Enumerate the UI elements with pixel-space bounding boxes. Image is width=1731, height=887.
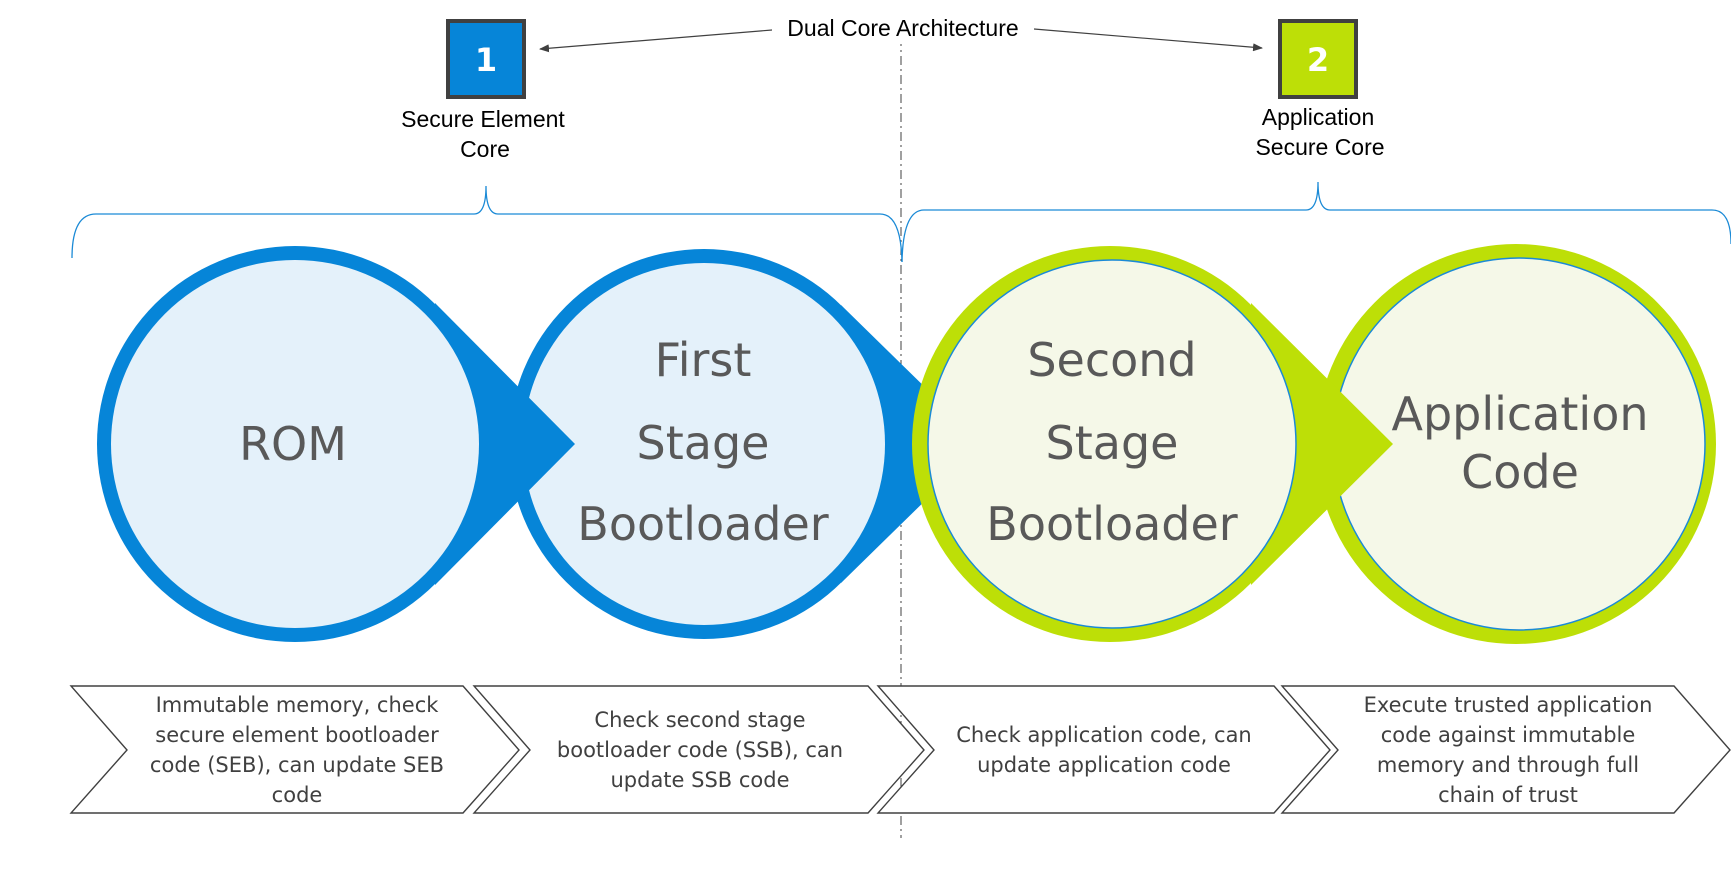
core-2-bracket: [901, 181, 1731, 263]
stage-rom-inner: [111, 260, 479, 628]
description-1-line3: code (SEB), can update SEB: [150, 753, 444, 777]
stage-rom-pointer: [435, 303, 575, 585]
stage-second-stage-bootloader-label-line2: Stage: [1046, 416, 1179, 470]
description-3-line1: Check application code, can: [956, 723, 1252, 747]
description-1-line1: Immutable memory, check: [156, 693, 440, 717]
core-badge-2: 2: [1278, 19, 1358, 99]
core-1-label-line2: Core: [460, 136, 510, 162]
stage-second-stage-bootloader-label-line1: Second: [1027, 333, 1196, 387]
title-background: [772, 12, 1034, 44]
description-chevron-1: [69, 685, 520, 814]
description-2-line2: bootloader code (SSB), can: [557, 738, 843, 762]
stage-rom: [97, 246, 575, 642]
description-1-line4: code: [272, 783, 323, 807]
core-badge-2-box: [1278, 19, 1358, 99]
core-badge-1: 1: [446, 19, 526, 99]
stage-first-stage-bootloader-label-line3: Bootloader: [577, 497, 828, 551]
description-2-line3: update SSB code: [610, 768, 789, 792]
stage-first-stage-bootloader-label-line2: Stage: [637, 416, 770, 470]
description-2-line1: Check second stage: [594, 708, 805, 732]
stage-application-code-label-line1: Application: [1391, 387, 1648, 441]
core-2-label-line1: Application: [1262, 104, 1375, 130]
description-1-line2: secure element bootloader: [155, 723, 439, 747]
core-1-bracket: [71, 185, 903, 263]
title-arrow-right: [1033, 28, 1263, 52]
core-2-label-line2: Secure Core: [1255, 134, 1384, 160]
stage-second-stage-bootloader: [912, 246, 1393, 642]
stage-second-stage-bootloader-pointer: [1251, 303, 1393, 585]
description-4-line1: Execute trusted application: [1364, 693, 1653, 717]
diagram-title: Dual Core Architecture: [787, 15, 1018, 41]
description-chevron-4: [1280, 685, 1731, 814]
description-chevron-2: [472, 685, 925, 814]
stage-second-stage-bootloader-label-line3: Bootloader: [986, 497, 1237, 551]
description-4-line4: chain of trust: [1438, 783, 1578, 807]
stage-second-stage-bootloader-inner: [927, 259, 1297, 629]
description-4-line2: code against immutable: [1381, 723, 1636, 747]
stage-application-code-label-line2: Code: [1461, 445, 1579, 499]
stage-first-stage-bootloader-inner: [523, 263, 885, 625]
stage-application-code: [1316, 244, 1716, 644]
title-arrow-left: [539, 29, 773, 53]
description-3-line2: update application code: [977, 753, 1231, 777]
description-4-line3: memory and through full: [1377, 753, 1639, 777]
description-chevron-3: [876, 685, 1331, 814]
core-1-label-line1: Secure Element: [401, 106, 565, 132]
core-badge-1-number: 1: [475, 41, 497, 79]
core-badge-1-box: [446, 19, 526, 99]
stage-rom-label: ROM: [239, 417, 347, 471]
core-badge-2-number: 2: [1307, 41, 1329, 79]
stage-first-stage-bootloader-label-line1: First: [655, 333, 752, 387]
